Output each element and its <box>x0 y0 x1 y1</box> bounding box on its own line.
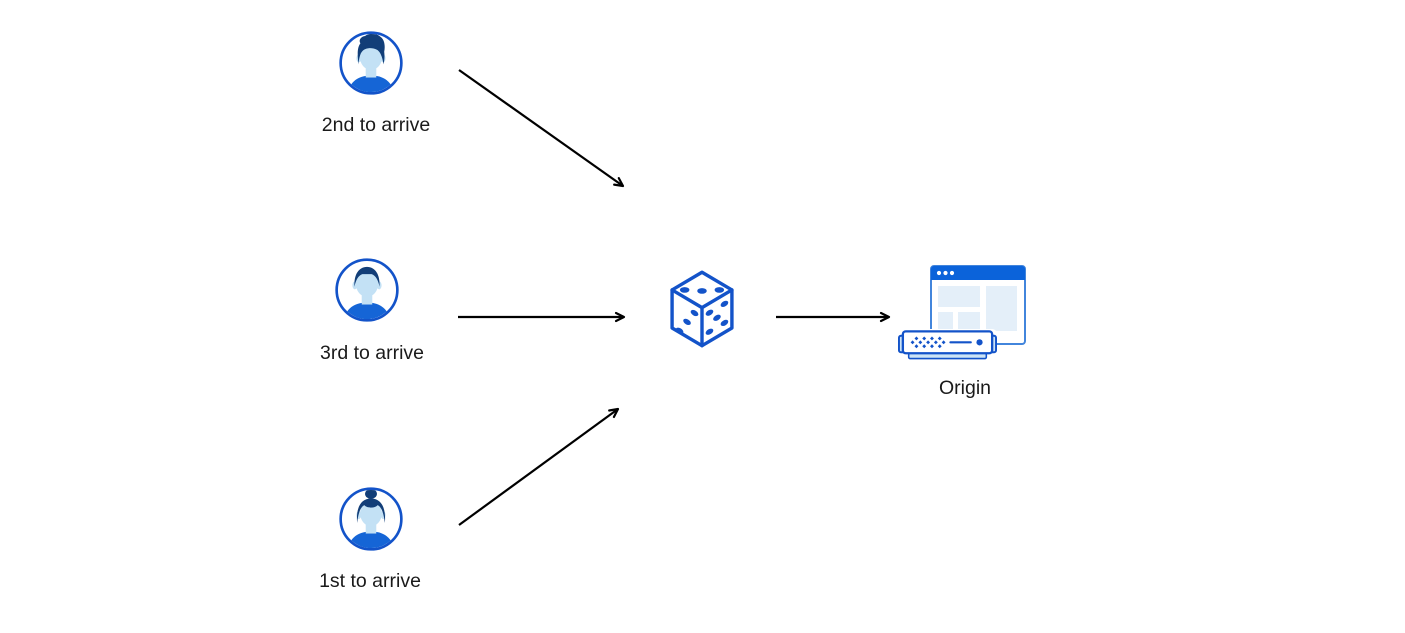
dice-icon <box>670 270 734 348</box>
label-user-second: 2nd to arrive <box>321 114 431 136</box>
server-status-dot-icon <box>976 339 983 346</box>
node-origin: Origin <box>895 262 1035 407</box>
female-bun-avatar-icon <box>339 487 403 551</box>
server-vent-dots-icon <box>910 336 946 349</box>
node-user-third <box>334 257 400 323</box>
arrow-user-second-to-dice <box>458 69 625 188</box>
male-quiff-avatar-icon <box>339 31 403 95</box>
node-dice <box>668 268 736 354</box>
arrow-user-first-to-dice <box>458 407 620 526</box>
male-short-hair-avatar-icon <box>335 258 399 322</box>
node-user-second <box>338 30 404 96</box>
label-user-first: 1st to arrive <box>319 570 421 592</box>
browser-window-dots-icon <box>936 270 955 276</box>
browser-window-icon <box>930 265 1026 345</box>
node-user-first <box>338 486 404 552</box>
label-user-third: 3rd to arrive <box>319 342 425 364</box>
origin-server-icon <box>897 328 997 360</box>
label-origin: Origin <box>938 377 992 399</box>
